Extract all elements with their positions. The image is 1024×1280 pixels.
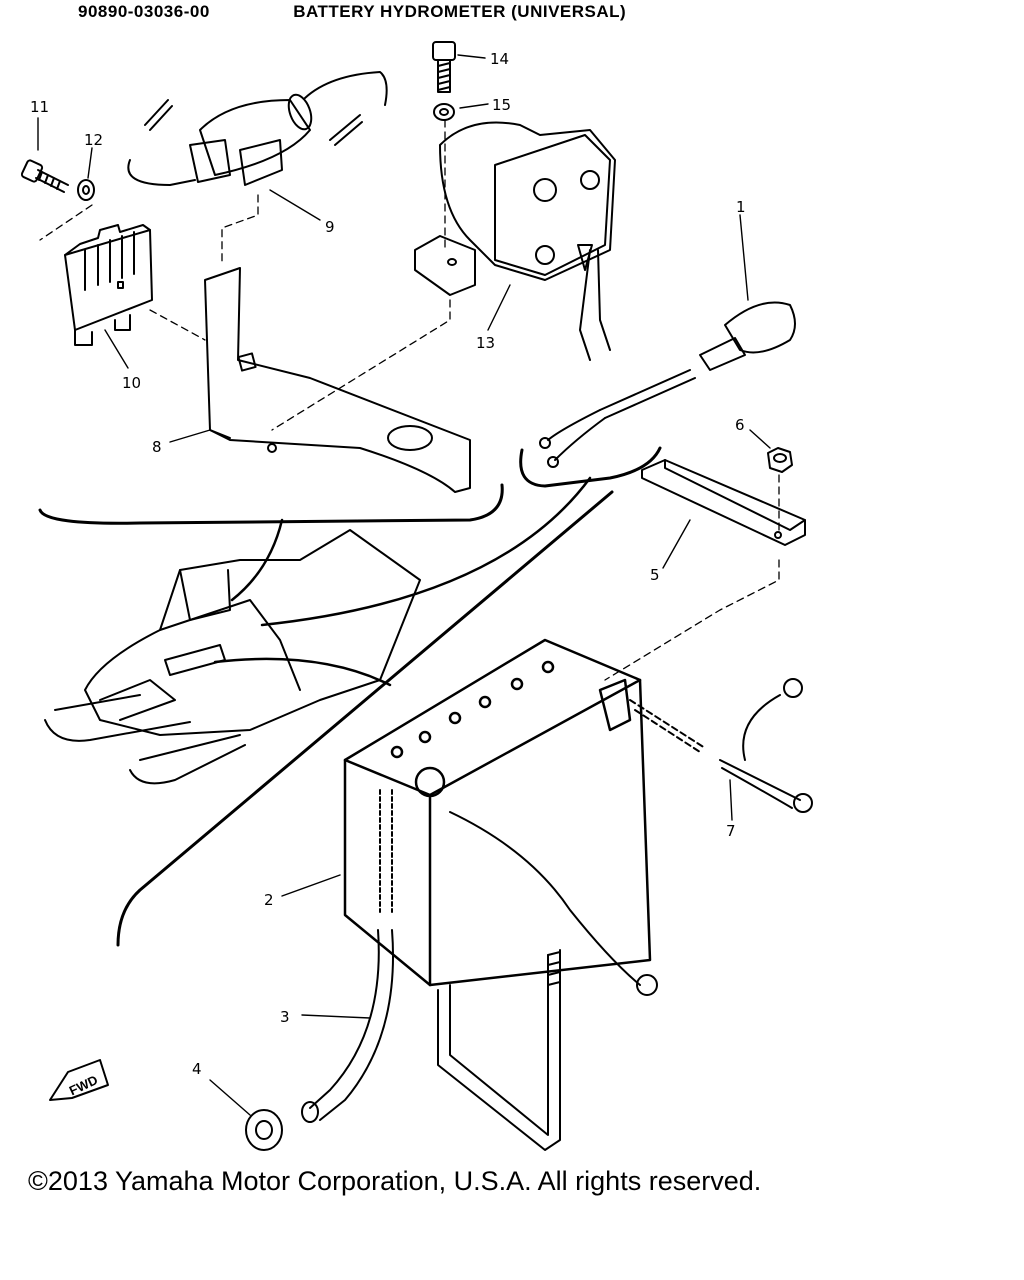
callout-6: 6 [735, 416, 745, 434]
part-8-bracket [204, 267, 471, 493]
part-9-coil [127, 71, 388, 186]
dash-11-12 [39, 204, 93, 241]
part-3-vent-hose [301, 789, 394, 1123]
part-1-connector-lead [539, 301, 796, 468]
part-13-starter-relay [414, 121, 616, 361]
callout-leaders [37, 54, 771, 1116]
battery-band [437, 949, 561, 1151]
callout-12: 12 [84, 131, 103, 149]
part-4-grommet [245, 1109, 283, 1151]
dash-5-battery [604, 559, 780, 681]
part-14-bolt [432, 41, 456, 93]
dash-9-8 [221, 194, 259, 266]
part-15-washer [433, 103, 455, 121]
tool-part-number: 90890-03036-00 [78, 2, 210, 21]
callout-9: 9 [325, 218, 335, 236]
callout-10: 10 [122, 374, 141, 392]
dash-10-8 [149, 309, 206, 341]
leader-arrows [213, 476, 592, 687]
part-7-battery-cables [449, 678, 813, 996]
dash-13-8 [271, 299, 451, 431]
page-header: 90890-03036-00 BATTERY HYDROMETER (UNIVE… [78, 2, 626, 22]
callout-8: 8 [152, 438, 162, 456]
callout-5: 5 [650, 566, 660, 584]
callout-11: 11 [30, 98, 49, 116]
callout-7: 7 [726, 822, 736, 840]
copyright-notice: ©2013 Yamaha Motor Corporation, U.S.A. A… [28, 1166, 762, 1196]
callout-3: 3 [280, 1008, 290, 1026]
part-2-battery [343, 638, 652, 987]
callout-1: 1 [736, 198, 746, 216]
callout-14: 14 [490, 50, 509, 68]
callout-15: 15 [492, 96, 511, 114]
exploded-parts-diagram: FWD 1 2 3 4 5 6 7 8 9 10 11 12 13 14 15 [20, 41, 813, 1151]
callout-13: 13 [476, 334, 495, 352]
callout-4: 4 [192, 1060, 202, 1078]
section-boundaries [38, 446, 662, 947]
snowmobile-illustration [44, 529, 421, 785]
part-10-rectifier [64, 224, 153, 346]
part-12-washer [77, 179, 95, 201]
part-5-hold-plate [641, 459, 806, 546]
fwd-arrow-icon [49, 1059, 109, 1101]
part-11-bolt [20, 159, 69, 193]
part-6-nut [767, 447, 793, 473]
tool-title: BATTERY HYDROMETER (UNIVERSAL) [293, 2, 627, 21]
callout-2: 2 [264, 891, 274, 909]
